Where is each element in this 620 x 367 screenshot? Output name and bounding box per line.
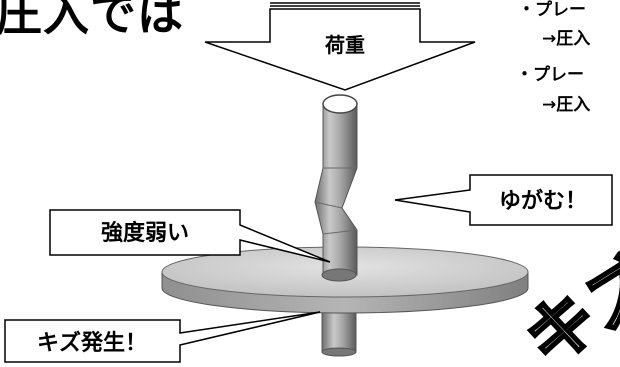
bullet-1-line-1: ・プレー (518, 0, 586, 20)
slide-title: 圧入では (0, 0, 184, 41)
bullet-2-line-2: →圧入 (542, 95, 591, 115)
callout-weak-label: 強度弱い (101, 220, 189, 246)
watermark-text: キズ (511, 239, 620, 367)
callout-weak (49, 209, 331, 263)
pin-bent (314, 94, 358, 282)
load-label: 荷重 (325, 33, 365, 57)
load-arrow (204, 2, 476, 91)
callout-warp-label: ゆがむ！ (499, 188, 587, 214)
bullet-1-line-2: →圧入 (542, 29, 591, 49)
callout-scratch (4, 311, 321, 363)
callout-warp (394, 174, 613, 226)
callout-scratch-label: キズ発生！ (37, 330, 147, 356)
bullet-2-line-1: ・プレー (516, 65, 584, 85)
